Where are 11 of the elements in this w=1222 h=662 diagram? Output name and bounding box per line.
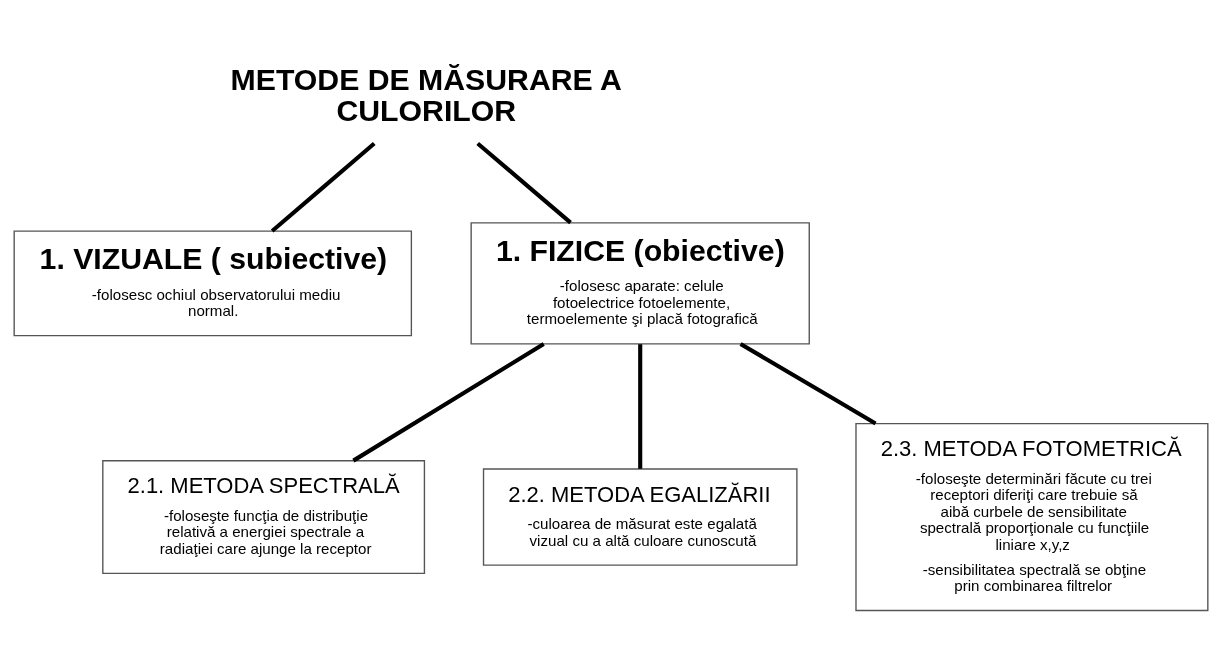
node-box: 2.3. METODA FOTOMETRICĂ -foloseşte determinări făcute cu trei receptori diferiţi care trebuie să aibă curbele de sensibilitate spectrală proporţionale cu funcţiile liniare x,y,z -sensibilitatea spectrală se obţine prin combinarea filtrelor — [855, 422, 1209, 611]
node-box: 1. FIZICE (obiective) -folosesc aparate: celule fotoelectrice fotoelemente, termoelemente şi placă fotografică — [470, 221, 810, 345]
connector — [739, 341, 877, 425]
connector — [638, 343, 643, 469]
node-box: 2.2. METODA EGALIZĂRII -culoarea de măsurat este egalată vizual cu a altă culoare cunoscută — [482, 467, 798, 566]
connector — [352, 341, 545, 462]
node-text: METODE DE MĂSURARE A CULORILOR — [230, 62, 622, 127]
node-box: 1. VIZUALE ( subiective) -folosesc ochiul observatorului mediu normal. — [13, 230, 413, 336]
connector — [476, 141, 572, 224]
connector — [270, 141, 376, 233]
node-box: 2.1. METODA SPECTRALĂ -foloseşte funcţia de distribuţie relativă a energiei spectrale a radiaţiei care ajunge la receptor — [102, 459, 426, 574]
